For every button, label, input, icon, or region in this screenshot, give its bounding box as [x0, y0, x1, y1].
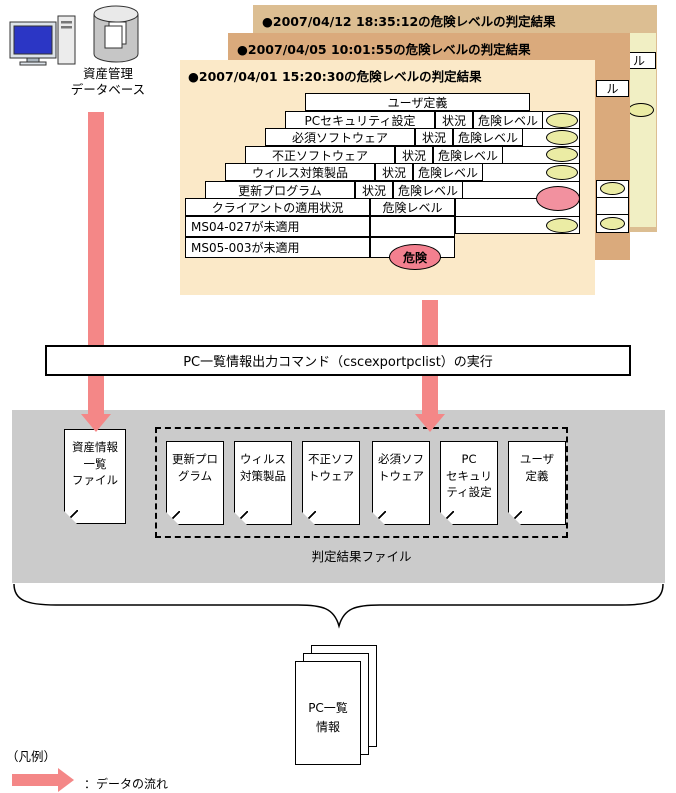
table-gridline: [455, 146, 580, 147]
label-line: PC: [461, 452, 477, 466]
status-column-header: 状況: [355, 181, 393, 199]
risk-column-header: 危険レベル: [393, 181, 463, 199]
label-line: 一覧: [83, 456, 107, 471]
risk-column-header: 危険レベル: [473, 111, 543, 129]
table-antivirus-label: ウィルス対策製品: [225, 163, 375, 181]
document-icon: [104, 25, 123, 49]
table-gridline: [455, 198, 580, 199]
asset-database-label: 資産管理 データベース: [58, 66, 158, 99]
result-file-antivirus: ウィルス 対策製品: [234, 441, 292, 525]
label-line: 必須ソフ: [378, 452, 424, 466]
file-label: 更新プロ グラム: [167, 442, 223, 484]
result-files-group: [155, 427, 568, 538]
label-line: 不正ソフ: [308, 452, 354, 466]
file-label: ユーザ 定義: [509, 442, 565, 484]
label-line: ウィルス: [240, 452, 286, 466]
result-panel-back-title: ●2007/04/12 18:35:12の危険レベルの判定結果: [262, 14, 556, 29]
file-label: 不正ソフ トウェア: [303, 442, 359, 484]
label-line: グラム: [177, 468, 213, 483]
label-line: 更新プロ: [172, 452, 218, 466]
result-file-update-program: 更新プロ グラム: [166, 441, 224, 525]
result-file-unauthorized-software: 不正ソフ トウェア: [302, 441, 360, 525]
clipped-table-cell: [596, 197, 629, 215]
label-line: データベース: [70, 82, 146, 98]
command-box: PC一覧情報出力コマンド（cscexportpclist）の実行: [45, 345, 631, 376]
file-label: ウィルス 対策製品: [235, 442, 291, 484]
risk-level-oval: [546, 165, 578, 180]
asset-database-icon: [9, 5, 139, 66]
label-line: ファイル: [72, 473, 118, 488]
brace-shape: [13, 583, 664, 629]
table-mandatory-software-label: 必須ソフトウェア: [265, 128, 415, 146]
label-line: 定義: [525, 468, 549, 483]
label-line: 資産情報: [72, 440, 118, 454]
status-column-header: 状況: [435, 111, 473, 129]
legend-title: （凡例）: [6, 749, 57, 764]
result-files-group-label: 判定結果ファイル: [311, 549, 412, 564]
label-line: 情報: [315, 720, 340, 735]
risk-level-oval-danger: [536, 186, 580, 211]
result-file-mandatory-software: 必須ソフ トウェア: [372, 441, 430, 525]
legend-arrow: [12, 774, 58, 786]
result-file-pc-security: PC セキュリ ティ設定: [440, 441, 498, 525]
risk-level-oval: [546, 218, 578, 233]
risk-level-oval: [600, 182, 625, 195]
pc-list-label: PC一覧 情報: [295, 699, 361, 737]
front-table-row-risk: [370, 216, 455, 237]
result-panel-middle-title: ●2007/04/05 10:01:55の危険レベルの判定結果: [237, 42, 531, 57]
clipped-risk-header-cell: ル: [596, 80, 629, 97]
result-file-user-defined: ユーザ 定義: [508, 441, 566, 525]
label-line: ティ設定: [446, 485, 492, 500]
risk-column-header: 危険レベル: [433, 146, 503, 164]
asset-list-file-icon: 資産情報 一覧 ファイル: [64, 429, 126, 524]
risk-level-oval: [600, 217, 625, 230]
pc-list-page-front: [295, 661, 361, 765]
label-line: セキュリ: [446, 468, 492, 483]
table-update-program-label: 更新プログラム: [205, 181, 355, 199]
arrow-head-icon: [58, 768, 74, 792]
risk-column-header: 危険レベル: [453, 128, 523, 146]
danger-badge: 危険: [389, 244, 441, 270]
label-line: トウェア: [308, 468, 354, 483]
front-table-item-header: クライアントの適用状況: [185, 198, 370, 216]
arrow-head-icon: [81, 414, 111, 432]
label-line: ユーザ: [519, 452, 555, 466]
risk-level-oval: [628, 103, 654, 117]
asset-list-file-label: 資産情報 一覧 ファイル: [65, 430, 125, 489]
file-label: 必須ソフ トウェア: [373, 442, 429, 484]
data-flow-arrow-left: [88, 112, 104, 414]
label-line: PC一覧: [308, 701, 348, 715]
front-table-risk-header: 危険レベル: [370, 198, 455, 216]
risk-level-oval: [546, 147, 578, 162]
arrow-head-icon: [415, 414, 445, 432]
risk-level-oval: [546, 130, 578, 145]
table-unauthorized-software-label: 不正ソフトウェア: [245, 146, 395, 164]
table-gridline: [455, 181, 580, 182]
monitor-screen: [13, 25, 53, 55]
front-table-row-item: MS05-003が未適用: [185, 237, 370, 258]
risk-column-header: 危険レベル: [413, 163, 483, 181]
front-table-row-item: MS04-027が未適用: [185, 216, 370, 237]
status-column-header: 状況: [375, 163, 413, 181]
label-line: 対策製品: [240, 468, 286, 483]
table-pc-security-label: PCセキュリティ設定: [285, 111, 435, 129]
status-column-header: 状況: [415, 128, 453, 146]
legend-flow-label: ：データの流れ: [84, 777, 169, 791]
result-panel-front-title: ●2007/04/01 15:20:30の危険レベルの判定結果: [188, 69, 482, 84]
file-label: PC セキュリ ティ設定: [441, 442, 497, 501]
risk-level-oval: [546, 113, 578, 128]
status-column-header: 状況: [395, 146, 433, 164]
table-gridline: [455, 216, 580, 217]
table-gridline: [455, 163, 580, 164]
label-line: トウェア: [378, 468, 424, 483]
label-line: 資産管理: [82, 66, 133, 81]
table-user-defined-header: ユーザ定義: [305, 93, 530, 111]
